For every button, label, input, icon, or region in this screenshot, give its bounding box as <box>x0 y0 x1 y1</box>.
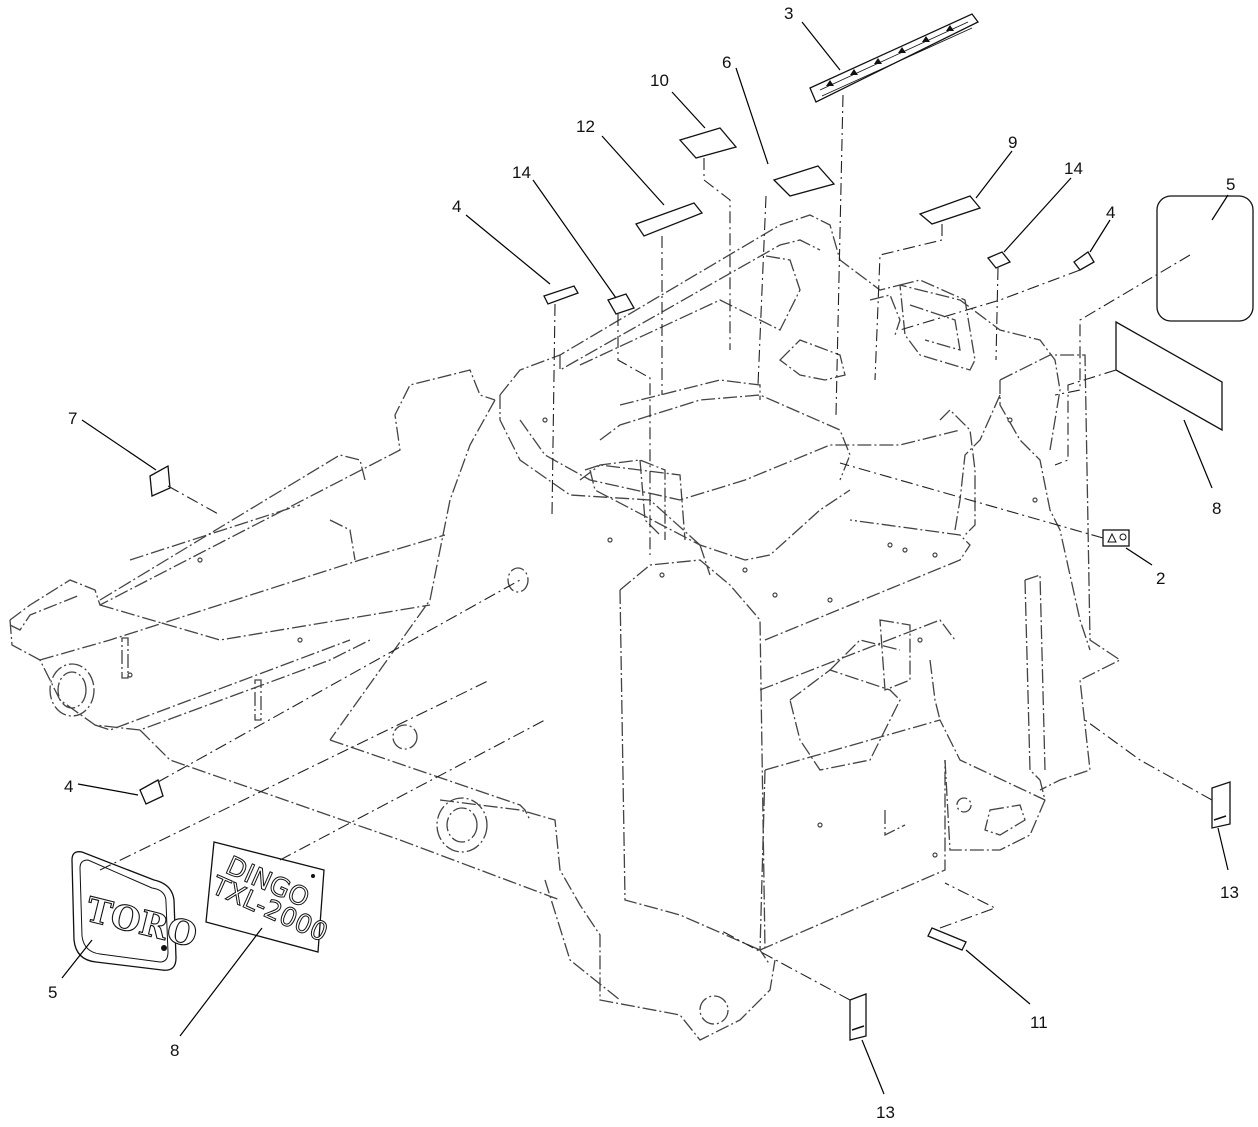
callout-7: 7 <box>68 409 77 428</box>
callout-labels: 3 10 6 12 9 14 14 4 4 5 7 8 2 4 5 8 13 1… <box>48 4 1239 1122</box>
callout-13-right: 13 <box>1220 883 1239 902</box>
model-name-decal: DINGO TXL-2000 <box>205 841 332 953</box>
callout-13-bottom: 13 <box>876 1103 895 1122</box>
decal-4-bottom-left <box>139 779 164 805</box>
decal-6 <box>772 165 836 197</box>
leader-lines <box>61 21 1229 1095</box>
decal-10 <box>678 127 738 159</box>
callout-4-bottom-left: 4 <box>64 777 73 796</box>
decal-14-left <box>607 293 635 315</box>
decal-4-top-left <box>543 285 579 305</box>
decal-13-bottom <box>849 993 867 1041</box>
decal-7 <box>149 464 171 497</box>
decals: TORO DINGO TXL-2000 <box>71 13 1254 1041</box>
callout-11: 11 <box>1030 1013 1048 1032</box>
brand-logo-decal: TORO <box>71 851 201 971</box>
callout-14-left: 14 <box>512 163 531 182</box>
warning-decal-2 <box>1102 529 1130 547</box>
callout-5-right: 5 <box>1226 175 1235 194</box>
decal-4-right <box>1073 251 1095 271</box>
callout-8-right: 8 <box>1212 499 1221 518</box>
safety-warning-decal <box>809 13 979 103</box>
callout-9: 9 <box>1008 133 1017 152</box>
decal-9 <box>918 195 982 225</box>
decal-13-right <box>1211 781 1231 829</box>
callout-4-right: 4 <box>1106 203 1115 222</box>
decal-11 <box>927 927 967 951</box>
callout-5-bottom: 5 <box>48 983 57 1002</box>
decal-8-right <box>1115 320 1223 432</box>
decal-14-right <box>986 251 1012 269</box>
callout-8-bottom: 8 <box>170 1041 179 1060</box>
callout-4-top-left: 4 <box>452 197 461 216</box>
assembly-lines <box>99 94 1213 1001</box>
decal-5-right <box>1156 195 1254 322</box>
callout-6: 6 <box>722 53 731 72</box>
callout-12: 12 <box>576 117 595 136</box>
decal-12 <box>634 202 704 237</box>
machine-frame <box>9 214 1122 1041</box>
callout-14-right: 14 <box>1064 159 1083 178</box>
callout-10: 10 <box>650 71 669 90</box>
callout-3: 3 <box>784 4 793 23</box>
callout-2: 2 <box>1156 569 1165 588</box>
